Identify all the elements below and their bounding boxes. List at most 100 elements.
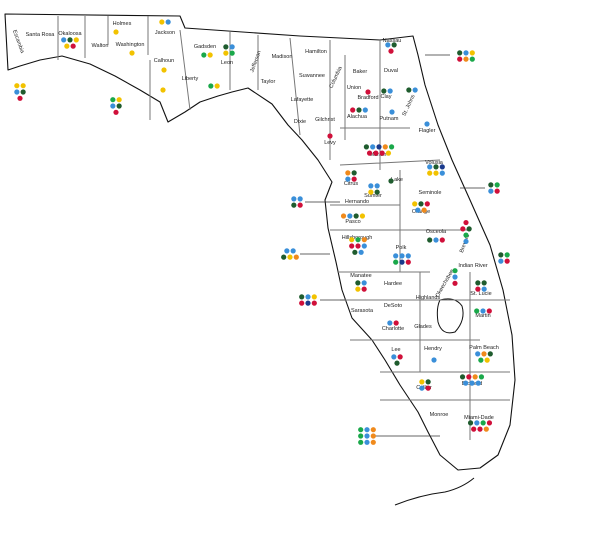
dot-r (355, 243, 361, 249)
dot-g (478, 357, 484, 363)
dot-r (471, 426, 477, 432)
county-label: Martin (475, 313, 490, 319)
county-label: Hendry (424, 346, 442, 352)
dot-b (364, 433, 370, 439)
dot-y (160, 87, 166, 93)
county-label: Charlotte (382, 326, 404, 332)
county-label: Lafayette (291, 97, 314, 103)
county-dots (393, 253, 411, 265)
dot-b (291, 196, 297, 202)
dot-g (358, 439, 364, 445)
dot-b (475, 351, 481, 357)
county-dots (385, 42, 397, 54)
county-dots (381, 88, 393, 94)
dot-r (452, 280, 458, 286)
dot-r (457, 56, 463, 62)
county-dots (161, 67, 167, 73)
county-dots (467, 420, 493, 432)
dot-n (376, 144, 382, 150)
county-dots (406, 87, 418, 93)
dot-dg (67, 37, 73, 43)
dot-b (481, 286, 487, 292)
dot-b (370, 144, 376, 150)
dot-b (393, 253, 399, 259)
dot-g (110, 97, 116, 103)
dot-o (370, 433, 376, 439)
dot-y (359, 213, 366, 219)
county-label: Taylor (261, 79, 276, 85)
dot-b (431, 357, 437, 363)
dot-b (488, 188, 494, 194)
callout-dots (160, 87, 166, 93)
county-dots (201, 52, 213, 58)
dot-r (350, 107, 356, 113)
county-label: Madison (272, 54, 293, 60)
dot-b (297, 196, 303, 202)
county-label: Liberty (182, 76, 199, 82)
callout-dots (208, 83, 220, 89)
dot-dg (363, 144, 369, 150)
dot-b (361, 280, 367, 286)
dot-dg (381, 88, 387, 94)
county-label: Lee (391, 347, 400, 353)
county-label: Duval (384, 68, 398, 74)
dot-b (389, 109, 395, 115)
dot-o (382, 144, 388, 150)
dot-y (159, 19, 165, 25)
dot-r (365, 89, 371, 95)
florida-keys (394, 477, 475, 506)
county-label: Suwannee (299, 73, 325, 79)
dot-b (463, 238, 469, 245)
dot-g (229, 50, 235, 56)
county-label: Nassau (383, 38, 402, 44)
county-dots (475, 280, 487, 292)
dot-b (358, 249, 364, 255)
dot-b (412, 87, 418, 93)
dot-r (70, 43, 76, 49)
county-label: Lake (391, 177, 403, 183)
county-dots (452, 268, 458, 286)
dot-dg (351, 170, 357, 176)
county-dots (363, 144, 395, 156)
dot-r (486, 308, 492, 314)
dot-r (424, 201, 430, 207)
dot-r (477, 426, 483, 432)
lake-okeechobee (436, 298, 464, 334)
dot-o (481, 351, 487, 357)
dot-b (399, 253, 405, 259)
county-dots (475, 351, 493, 363)
county-dots (424, 121, 430, 127)
dot-g (504, 252, 510, 258)
dot-y (469, 50, 475, 56)
county-label: Hamilton (305, 49, 327, 55)
dot-b (452, 274, 458, 280)
dot-y (14, 83, 20, 89)
dot-b (290, 248, 296, 254)
county-label: Bradford (357, 95, 378, 101)
callout-dots (299, 294, 317, 306)
dot-r (379, 150, 385, 156)
dot-g (201, 52, 207, 58)
dot-r (113, 109, 119, 115)
county-label: Monroe (430, 412, 449, 418)
dot-b (498, 258, 504, 264)
county-label: Marion (370, 152, 387, 158)
dot-b (345, 176, 351, 182)
dot-b (419, 385, 425, 391)
dot-b (305, 294, 311, 300)
dot-o (345, 170, 351, 176)
county-label: Citrus (344, 181, 359, 187)
county-dots (419, 379, 431, 391)
dot-dg (352, 249, 358, 255)
county-label: Clay (380, 94, 391, 100)
county-label: Osceola (426, 229, 447, 235)
dot-b (284, 248, 290, 254)
county-dots (389, 109, 395, 115)
dot-g (463, 232, 469, 238)
dot-b (463, 380, 469, 386)
dot-r (388, 48, 394, 54)
dot-r (504, 258, 510, 264)
dot-dg (291, 202, 297, 208)
callout-dots (291, 196, 303, 208)
county-label: Putnam (380, 116, 399, 122)
